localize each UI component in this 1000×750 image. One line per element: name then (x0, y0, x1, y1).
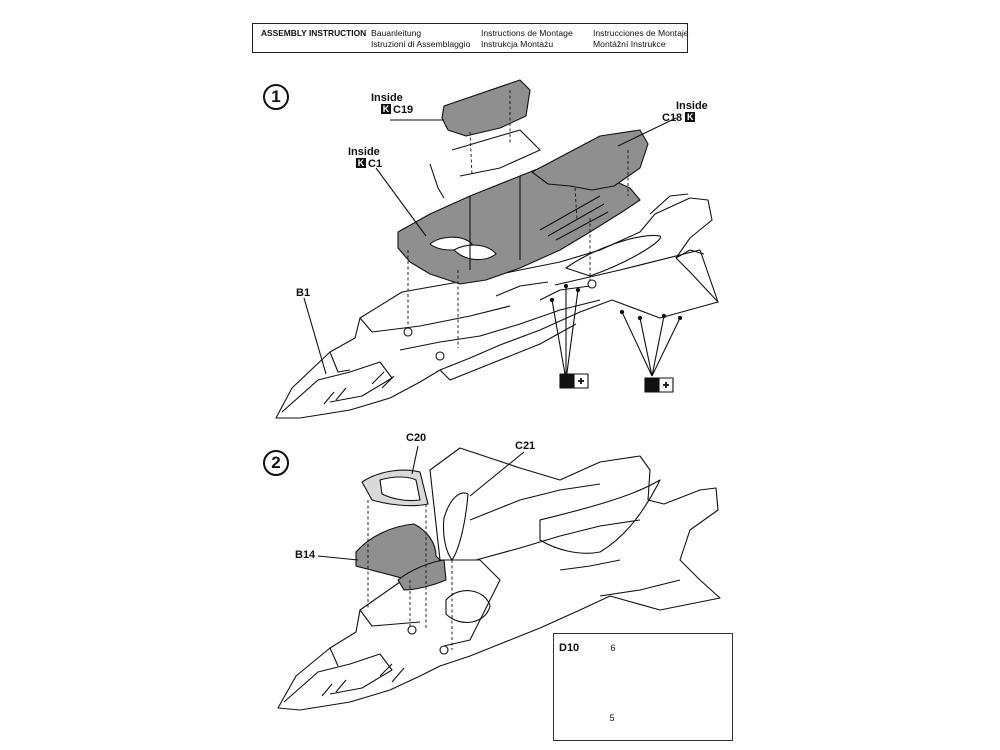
header-lang-de: Bauanleitung (371, 28, 422, 38)
header-lang-pl: Instrukcja Montażu (481, 39, 554, 49)
step1-wing-left (554, 249, 719, 303)
part-c21-canopy-frame (442, 492, 469, 561)
header-lang-it: Istruzioni di Assemblaggio (371, 39, 471, 49)
part-c18-panel (531, 129, 649, 191)
k-badge: K (356, 158, 366, 168)
part-b14-seat (355, 523, 441, 581)
detail-inset (553, 633, 733, 741)
c1-part-number: C1 (368, 158, 383, 170)
c18-part-number: C18 (662, 112, 683, 124)
header-lang-es: Instrucciones de Montaje (593, 28, 689, 38)
step-2-number: 2 (263, 450, 289, 476)
step-1-number: 1 (263, 84, 289, 110)
c19-part-number: C19 (393, 104, 414, 116)
c19-inside-label: Inside (371, 92, 403, 104)
part-c19-panel (441, 79, 531, 137)
c1-inside-label: Inside (348, 146, 380, 158)
step1-nose-detail (281, 361, 393, 413)
c21-part-label: C21 (515, 440, 536, 452)
callout-5-number: 5 (609, 713, 615, 723)
c18-inside-label: Inside (676, 100, 708, 112)
k-badge: K (381, 104, 391, 114)
k-badge: K (685, 112, 696, 122)
header-title: ASSEMBLY INSTRUCTION (261, 28, 367, 38)
instruction-header: ASSEMBLY INSTRUCTION Bauanleitung Istruz… (252, 23, 689, 53)
step1-locator-leaders (551, 286, 681, 381)
b1-part-label: B1 (296, 287, 311, 299)
step1-symbol-b (644, 377, 674, 393)
c20-part-label: C20 (406, 432, 427, 444)
step1-symbol-a (559, 373, 589, 389)
callout-6-number: 6 (610, 643, 616, 653)
d10-part-label: D10 (559, 642, 580, 654)
header-lang-cz: Montážní Instrukce (593, 39, 666, 49)
header-lang-fr: Instructions de Montage (481, 28, 573, 38)
c18-part-label: C18 K (662, 112, 697, 124)
b14-part-label: B14 (295, 549, 316, 561)
